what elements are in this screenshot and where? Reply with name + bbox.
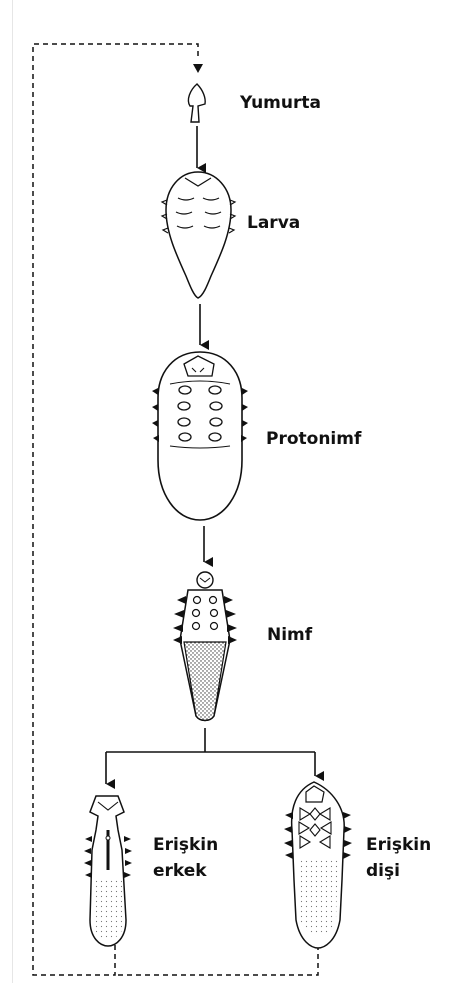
label-larva: Larva (247, 212, 300, 234)
label-adult-female-line2: dişi (366, 860, 400, 882)
larva-illustration (162, 172, 235, 298)
egg-illustration (188, 84, 205, 122)
loop-arrowhead (193, 64, 203, 73)
nymph-illustration (173, 572, 237, 721)
adult-female-illustration (284, 782, 352, 948)
label-adult-male-line2: erkek (153, 860, 207, 882)
label-adult-male-line1: Erişkin (153, 834, 218, 856)
label-protonymph: Protonimf (266, 428, 361, 450)
label-nymph: Nimf (267, 624, 312, 646)
adult-male-illustration (84, 796, 132, 946)
protonymph-illustration (152, 352, 248, 520)
label-egg: Yumurta (240, 92, 321, 114)
dashed-return-loop-right (115, 945, 318, 975)
label-adult-female-line1: Erişkin (366, 834, 431, 856)
branch-connector (106, 728, 315, 752)
